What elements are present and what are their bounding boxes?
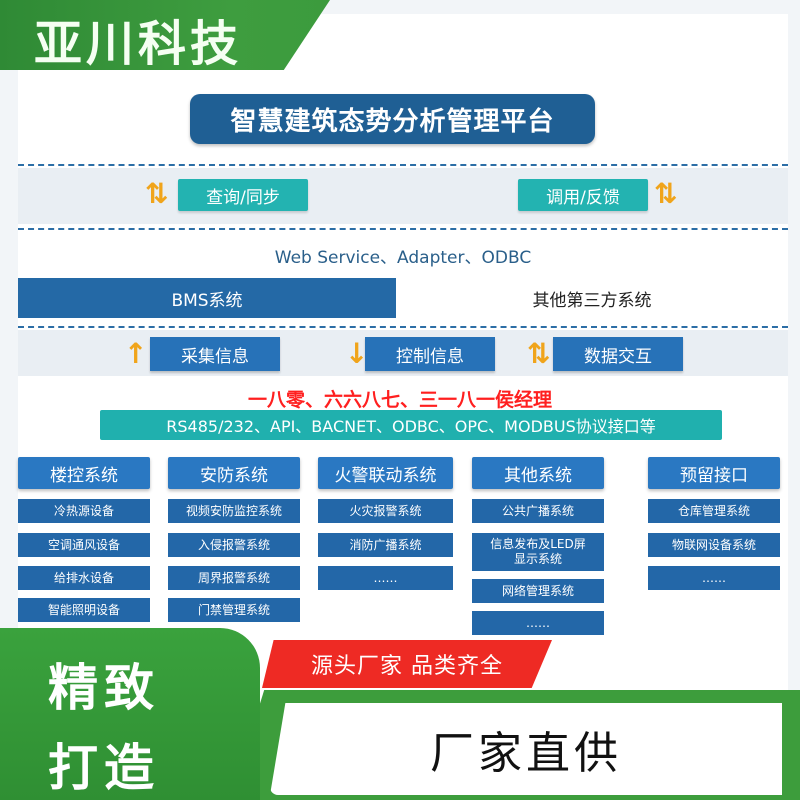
middleware-list: Web Service、Adapter、ODBC [274,247,532,268]
query-sync-label: 查询/同步 [178,179,308,211]
column-item: 空调通风设备 [18,533,150,557]
promo-source-badge: 源头厂家 品类齐全 [262,640,552,688]
divider-flows-top [18,326,788,328]
flow-collect-info: 采集信息 [150,337,280,371]
column-head-other-systems: 其他系统 [472,457,604,489]
column-item: 仓库管理系统 [648,499,780,523]
brand-name: 亚川科技 [34,16,243,72]
promo-craft: 打造 [48,739,160,797]
column-item: 门禁管理系统 [168,598,300,622]
divider-top [18,164,788,166]
flow-control-info: 控制信息 [365,337,495,371]
protocol-bar: RS485/232、API、BACNET、ODBC、OPC、MODBUS协议接口… [100,410,722,440]
column-item: 智能照明设备 [18,598,150,622]
sync-arrows-icon: ⇅ [145,177,169,210]
column-item: 火灾报警系统 [318,499,453,523]
contact-overlay: 一八零、六六八七、三一八一侯经理 [247,388,552,411]
bms-system: BMS系统 [18,278,396,318]
column-item: 周界报警系统 [168,566,300,590]
column-item: 消防广播系统 [318,533,453,557]
column-item: 冷热源设备 [18,499,150,523]
column-item: 网络管理系统 [472,579,604,603]
column-item: …… [648,566,780,590]
brand-banner [0,0,330,70]
promo-white-panel [270,703,782,795]
flow-data-exchange: 数据交互 [553,337,683,371]
column-head-security: 安防系统 [168,457,300,489]
column-item: …… [318,566,453,590]
column-head-building-control: 楼控系统 [18,457,150,489]
column-item: 物联网设备系统 [648,533,780,557]
platform-title: 智慧建筑态势分析管理平台 [190,94,595,144]
column-item: …… [472,611,604,635]
column-item: 公共广播系统 [472,499,604,523]
invoke-feedback-label: 调用/反馈 [518,179,648,211]
down-arrow-icon: ↓ [345,337,369,370]
column-item: 信息发布及LED屏显示系统 [472,533,604,571]
promo-banner-left [0,628,260,800]
column-item: 入侵报警系统 [168,533,300,557]
promo-direct-supply: 厂家直供 [430,728,622,779]
promo-fine: 精致 [48,659,160,717]
column-item: 视频安防监控系统 [168,499,300,523]
column-head-fire-alarm: 火警联动系统 [318,457,453,489]
exchange-arrows-icon: ⇅ [527,337,551,370]
up-arrow-icon: ↑ [124,337,148,370]
third-party-system: 其他第三方系统 [396,278,788,318]
column-head-reserved-interface: 预留接口 [648,457,780,489]
feedback-arrows-icon: ⇅ [654,177,678,210]
column-item: 给排水设备 [18,566,150,590]
interface-band [18,168,788,224]
divider-interface [18,228,788,230]
